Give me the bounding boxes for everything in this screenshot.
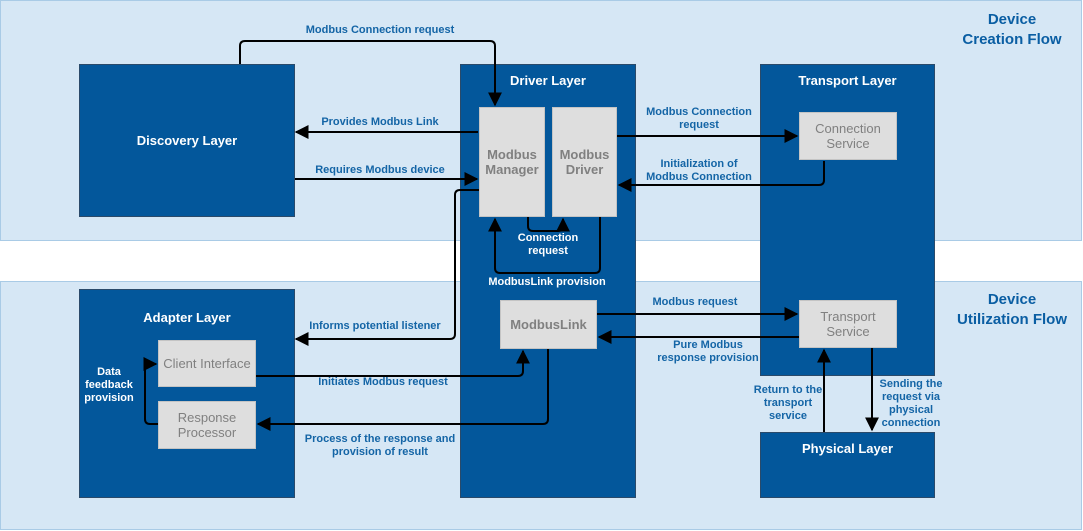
modbuslink: ModbusLink bbox=[500, 300, 597, 349]
driver-layer-title: Driver Layer bbox=[510, 73, 586, 88]
label-initiates-request: Initiates Modbus request bbox=[318, 376, 448, 388]
discovery-layer bbox=[79, 64, 295, 217]
label-modbuslink-provision: ModbusLink provision bbox=[488, 276, 606, 288]
arrow-informs-listener bbox=[294, 189, 479, 346]
arrow-connection-request-internal bbox=[527, 217, 570, 232]
label-requires-device: Requires Modbus device bbox=[315, 164, 445, 176]
arrow-process-response bbox=[256, 349, 549, 431]
arrow-modbuslink-provision bbox=[488, 217, 601, 274]
arrow-initiates-request bbox=[256, 349, 530, 377]
adapter-layer bbox=[79, 289, 295, 498]
physical-layer bbox=[760, 432, 935, 498]
arrow-top-connection-request bbox=[239, 40, 502, 107]
label-informs-listener: Informs potential listener bbox=[309, 320, 441, 332]
label-modbus-request: Modbus request bbox=[652, 296, 738, 308]
arrow-data-feedback bbox=[143, 357, 158, 425]
client-interface: Client Interface bbox=[158, 340, 256, 387]
arrow-init-left bbox=[617, 161, 825, 192]
label-top-connection-request: Modbus Connection request bbox=[305, 24, 455, 36]
label-provides-link: Provides Modbus Link bbox=[321, 116, 439, 128]
physical-layer-title: Physical Layer bbox=[801, 441, 894, 456]
discovery-layer-title: Discovery Layer bbox=[136, 133, 238, 148]
adapter-layer-title: Adapter Layer bbox=[143, 310, 231, 325]
transport-layer-title: Transport Layer bbox=[798, 73, 897, 88]
